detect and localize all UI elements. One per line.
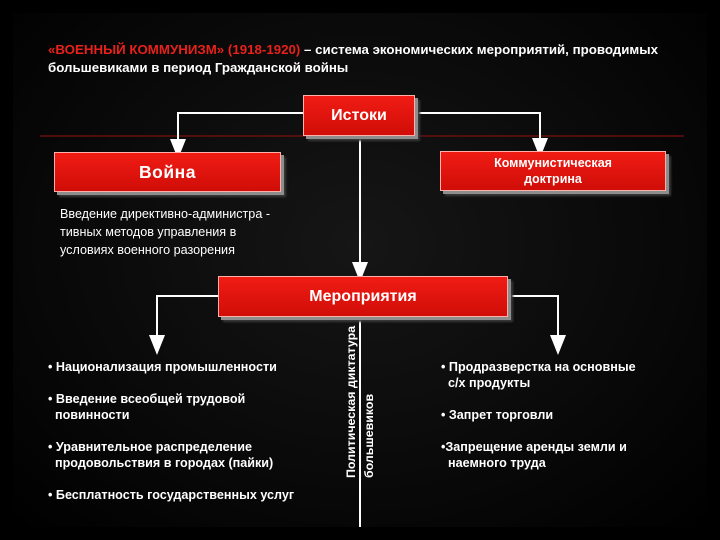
list-item: • Введение всеобщей трудовой повинности <box>48 391 348 423</box>
list-item-line1: •Запрещение аренды земли и <box>441 440 627 454</box>
vertical-label-line1: Политическая диктатура <box>344 325 358 478</box>
note-line2: тивных методов управления в <box>60 225 237 239</box>
arrow-meropriyatiya-to-right-list <box>506 295 566 355</box>
list-item: •Запрещение аренды земли и наемного труд… <box>441 439 691 471</box>
list-item-line2: повинности <box>55 408 130 422</box>
box-meropriyatiya: Мероприятия <box>218 276 508 317</box>
list-item-line2: наемного труда <box>448 456 546 470</box>
list-item-line1: • Продразверстка на основные <box>441 360 636 374</box>
box-voyna-label: Война <box>139 161 196 182</box>
box-istoki-label: Истоки <box>331 106 387 124</box>
box-communist-doctrine: Коммунистическая доктрина <box>440 151 666 191</box>
list-item: • Уравнительное распределение продовольс… <box>48 439 348 471</box>
box-voyna: Война <box>54 152 281 192</box>
box-meropriyatiya-label: Мероприятия <box>309 287 417 305</box>
note-line1: Введение директивно-администра - <box>60 207 271 221</box>
right-measures-list: • Продразверстка на основные с/х продукт… <box>441 359 691 487</box>
list-item: • Бесплатность государственных услуг <box>48 487 348 503</box>
war-consequence-note: Введение директивно-администра - тивных … <box>60 205 320 259</box>
arrow-istoki-to-voyna <box>170 112 303 159</box>
list-item-line2: с/х продукты <box>448 376 531 390</box>
political-dictatorship-label: Политическая диктатура большевиков <box>342 318 378 478</box>
list-item-line1: • Уравнительное распределение <box>48 440 252 454</box>
arrow-istoki-to-doctrine <box>413 112 548 158</box>
list-item-line2: продовольствия в городах (пайки) <box>55 456 274 470</box>
note-line3: условиях военного разорения <box>60 243 235 257</box>
list-item-line1: • Бесплатность государственных услуг <box>48 488 295 502</box>
list-item-line1: • Национализация промышленности <box>48 360 277 374</box>
list-item: • Национализация промышленности <box>48 359 348 375</box>
box-doctrine-line2: доктрина <box>524 172 582 186</box>
box-doctrine-line1: Коммунистическая <box>494 156 612 170</box>
list-item: • Запрет торговли <box>441 407 691 423</box>
slide-title: «ВОЕННЫЙ КОММУНИЗМ» (1918-1920) – систем… <box>48 41 668 77</box>
title-highlight: «ВОЕННЫЙ КОММУНИЗМ» (1918-1920) <box>48 42 301 57</box>
vertical-label-line2: большевиков <box>362 393 376 478</box>
list-item-line1: • Запрет торговли <box>441 408 554 422</box>
arrow-meropriyatiya-to-left-list <box>149 295 218 355</box>
list-item-line1: • Введение всеобщей трудовой <box>48 392 246 406</box>
left-measures-list: • Национализация промышленности • Введен… <box>48 359 348 519</box>
box-istoki: Истоки <box>303 95 415 136</box>
list-item: • Продразверстка на основные с/х продукт… <box>441 359 691 391</box>
title-rest: – система экономических мероприятий, про… <box>48 42 658 75</box>
